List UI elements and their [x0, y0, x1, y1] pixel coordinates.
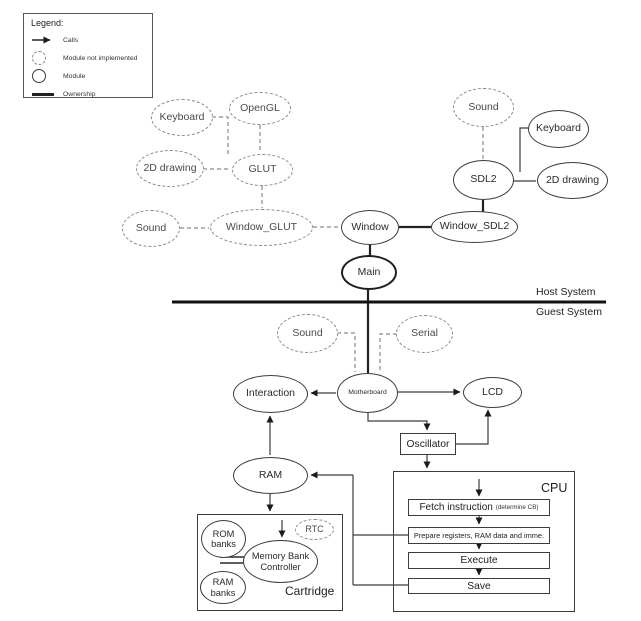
- node-window-glut: Window_GLUT: [210, 209, 313, 246]
- node-opengl: OpenGL: [229, 92, 291, 125]
- host-system-label: Host System: [536, 286, 596, 298]
- dashed-circle-icon: [31, 51, 57, 65]
- node-2d-drawing-glut: 2D drawing: [136, 150, 204, 187]
- cpu-step-save: Save: [408, 578, 550, 594]
- node-ram: RAM: [233, 457, 308, 494]
- node-sdl2: SDL2: [453, 160, 514, 200]
- node-oscillator: Oscillator: [400, 433, 456, 455]
- legend-item-not-implemented: Module not implemented: [31, 49, 146, 67]
- node-window-sdl2: Window_SDL2: [431, 211, 518, 243]
- node-lcd: LCD: [463, 377, 522, 408]
- cartridge-box: [197, 514, 343, 611]
- cartridge-label: Cartridge: [285, 584, 335, 598]
- legend-item-label: Module: [63, 72, 86, 80]
- legend-item-label: Module not implemented: [63, 54, 138, 62]
- node-serial: Serial: [396, 315, 453, 353]
- cpu-step-fetch: Fetch instruction (determine CB): [408, 499, 550, 516]
- link-serial-motherboard: [379, 333, 397, 372]
- legend-item-calls: Calls: [31, 31, 146, 49]
- calls-arrow-icon: [31, 35, 57, 45]
- cpu-step-prepare: Prepare registers, RAM data and imme.: [408, 527, 550, 544]
- legend: Legend: Calls Module not implemented Mod…: [23, 13, 153, 98]
- node-2d-drawing-sdl2: 2D drawing: [537, 162, 608, 199]
- node-motherboard: Motherboard: [337, 373, 398, 413]
- node-sound-glut: Sound: [122, 210, 180, 247]
- link-keyboard-glut: [212, 116, 229, 157]
- link-oscillator-lcd: [456, 409, 492, 445]
- node-sound-guest: Sound: [277, 314, 338, 353]
- node-keyboard-sdl2: Keyboard: [528, 110, 589, 148]
- node-rom-banks: ROM banks: [201, 520, 246, 558]
- node-main: Main: [341, 255, 397, 290]
- link-motherboard-oscillator: [367, 413, 431, 431]
- node-sound-sdl2: Sound: [453, 88, 514, 127]
- link-keyboard-sdl2: [519, 127, 529, 172]
- legend-item-label: Ownership: [63, 90, 96, 98]
- legend-item-module: Module: [31, 67, 146, 85]
- guest-system-label: Guest System: [536, 306, 602, 318]
- node-memory-bank-controller: Memory Bank Controller: [243, 540, 318, 583]
- node-glut: GLUT: [232, 154, 293, 186]
- legend-item-ownership: Ownership: [31, 85, 146, 103]
- node-ram-banks: RAM banks: [200, 571, 246, 604]
- solid-circle-icon: [31, 69, 57, 83]
- cpu-label: CPU: [541, 481, 568, 495]
- ownership-line-icon: [31, 92, 57, 96]
- link-sound-motherboard: [337, 332, 356, 372]
- node-window: Window: [341, 210, 399, 245]
- legend-title: Legend:: [31, 18, 64, 28]
- fetch-label: Fetch instruction: [419, 502, 493, 513]
- cpu-step-execute: Execute: [408, 552, 550, 569]
- fetch-sublabel: (determine CB): [495, 504, 539, 511]
- node-interaction: Interaction: [233, 375, 308, 413]
- legend-item-label: Calls: [63, 36, 79, 44]
- node-keyboard-glut: Keyboard: [151, 99, 213, 136]
- node-rtc: RTC: [295, 519, 334, 540]
- cpu-box: [393, 471, 575, 612]
